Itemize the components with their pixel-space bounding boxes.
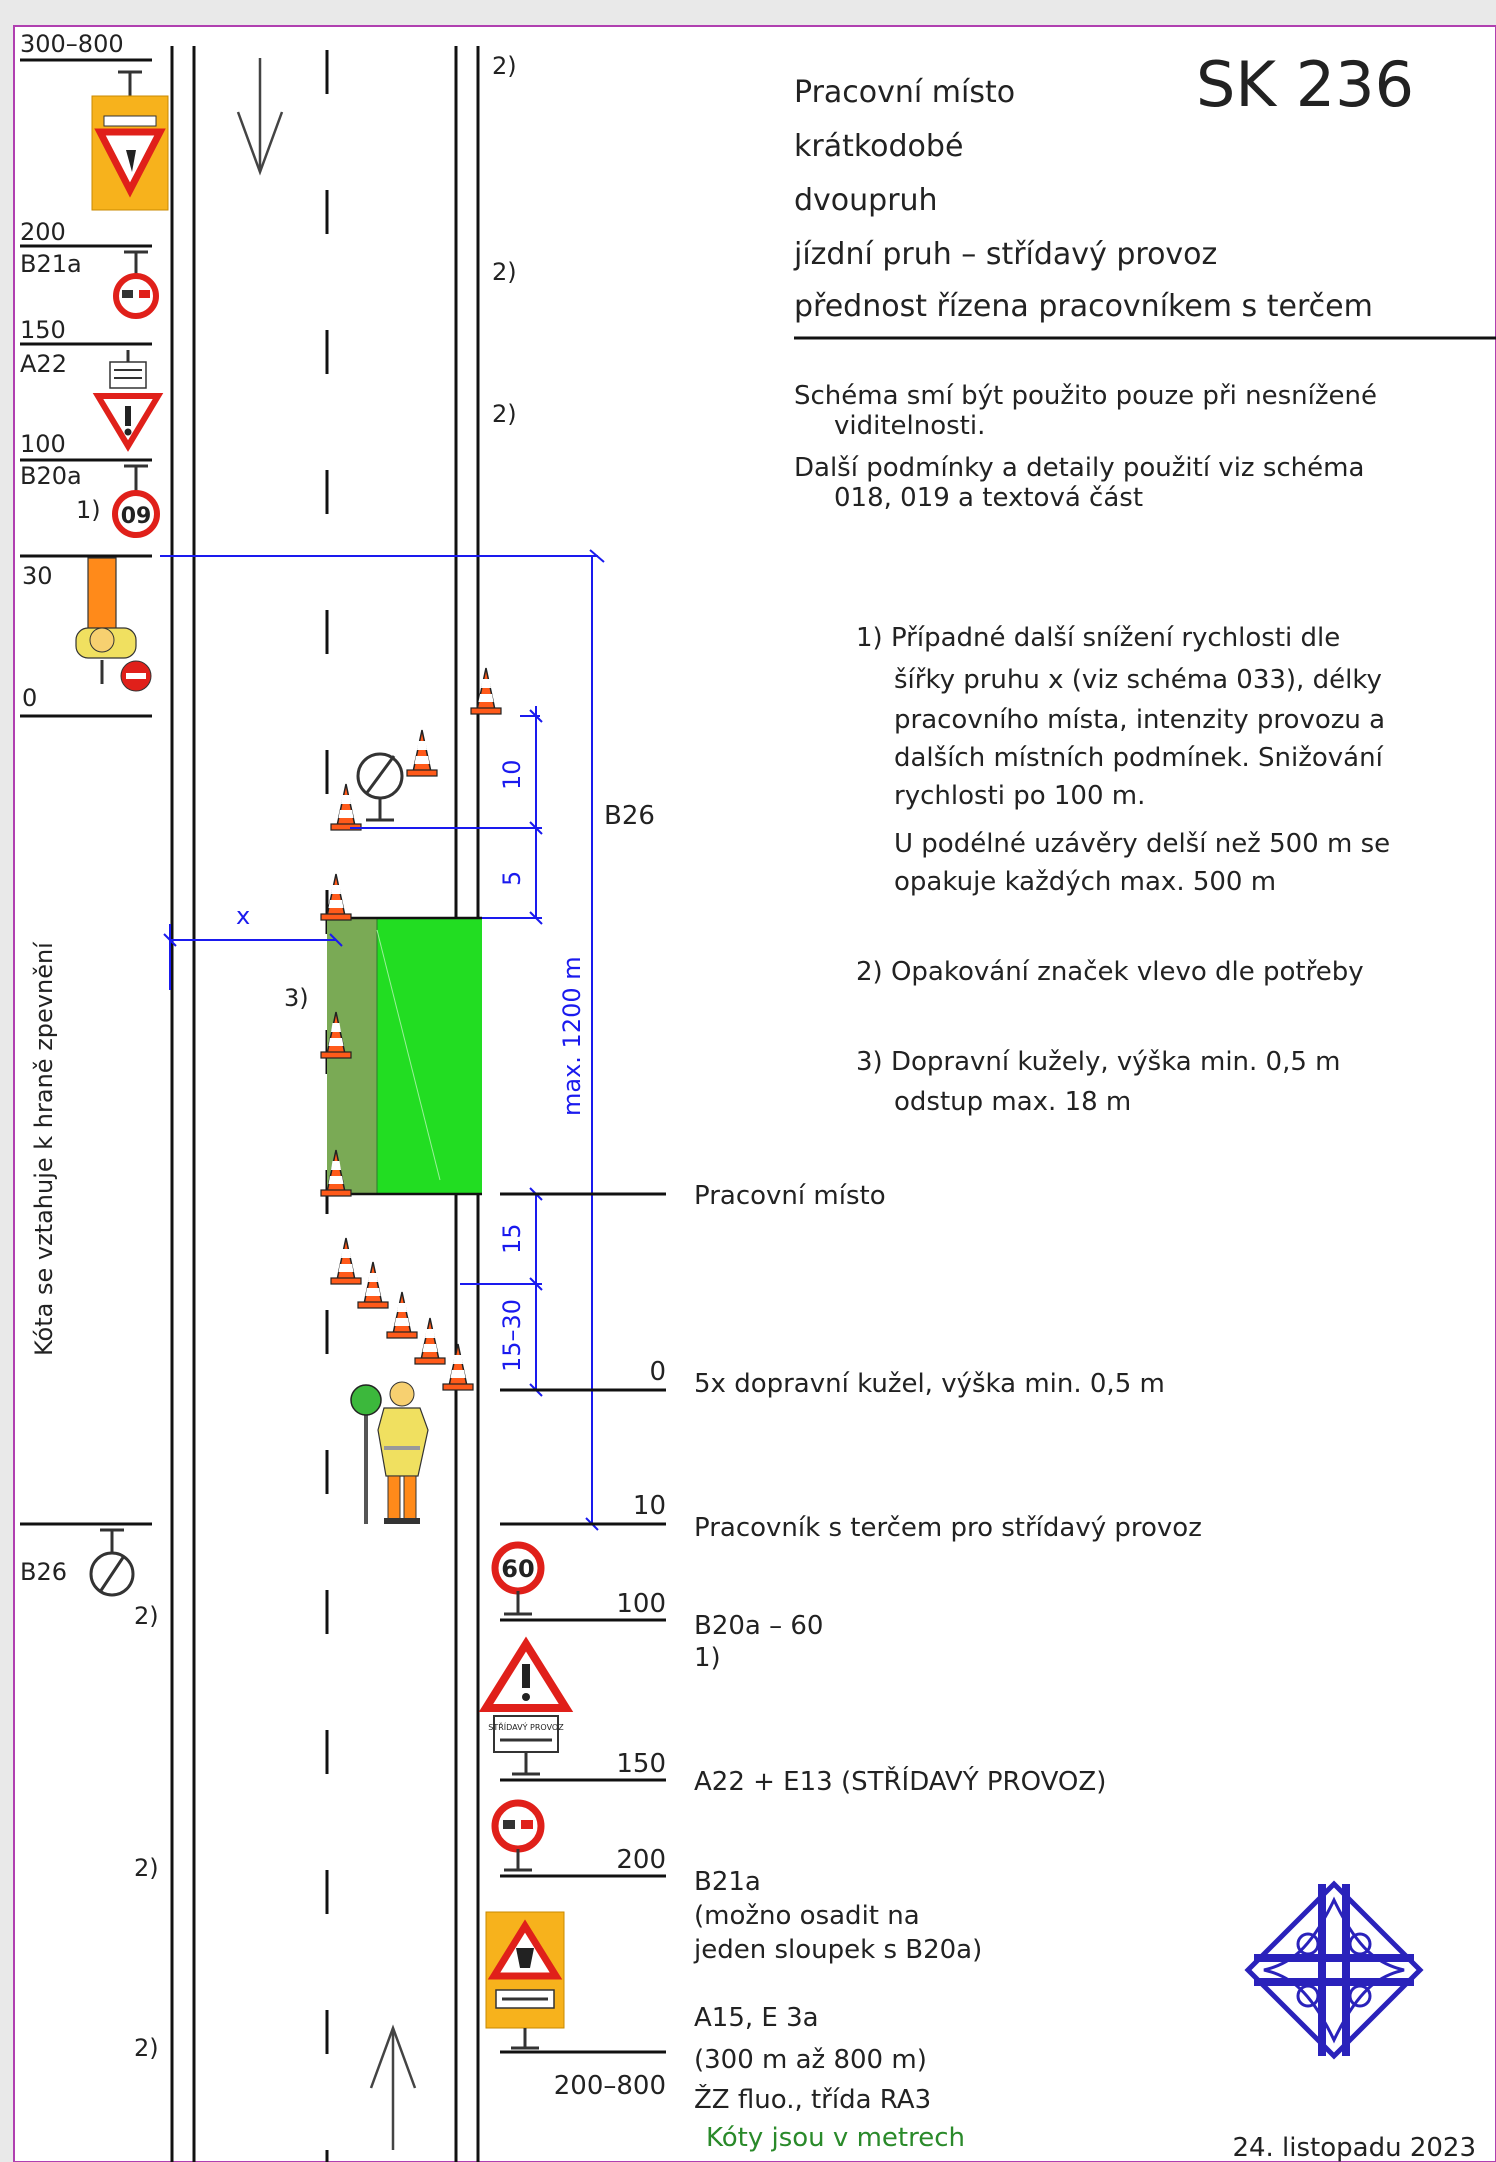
worker-icon (75, 557, 152, 692)
note-ref-2: 2) (492, 400, 517, 428)
label-b20a: B20a (20, 462, 82, 490)
note-1-line: šířky pruhu x (viz schéma 033), délky (894, 665, 1382, 695)
note-3-line: odstup max. 18 m (894, 1087, 1131, 1117)
dist-150-right: 150 (616, 1749, 666, 1779)
roadworks-sign-icon (91, 70, 169, 211)
title-line: Pracovní místo (794, 75, 1015, 110)
right-labels: Pracovní místo 5x dopravní kužel, výška … (693, 1181, 1476, 2162)
arrow-down-icon (236, 58, 284, 176)
note-ref-3: 3) (284, 984, 309, 1012)
label-b20a-right: B20a – 60 (694, 1611, 823, 1641)
date: 24. listopadu 2023 (1232, 2133, 1476, 2162)
no-overtaking-sign-icon (113, 250, 159, 319)
note-ref-2: 2) (134, 1854, 159, 1882)
dist-100: 100 (20, 430, 66, 458)
note-ref-2: 2) (492, 258, 517, 286)
note-ref-2: 2) (134, 2034, 159, 2062)
note-1-line: dalších místních podmínek. Snižování (894, 743, 1384, 773)
label-worker: Pracovník s terčem pro střídavý provoz (694, 1513, 1202, 1543)
sheet-frame (13, 25, 1496, 2162)
dist-200: 200 (20, 218, 66, 246)
dist-200-right: 200 (616, 1845, 666, 1875)
left-signs: 300–800 200 B21a 150 A22 (20, 30, 169, 2062)
dim-5: 5 (498, 871, 526, 886)
no-overtaking-sign-icon (491, 1799, 545, 1872)
danger-sign-icon (92, 350, 164, 452)
dim-x: x (236, 902, 250, 930)
dist-10-right: 10 (633, 1491, 666, 1521)
dist-200-800-right: 200–800 (554, 2071, 666, 2101)
dist-150: 150 (20, 316, 66, 344)
note-ref-1: 1) (76, 496, 101, 524)
label-b21a-right: jeden sloupek s B20a) (693, 1935, 982, 1965)
label-a22-right: A22 + E13 (STŘÍDAVÝ PROVOZ) (694, 1765, 1106, 1797)
roadworks-sign-icon (485, 1911, 565, 2050)
end-restriction-sign-icon (89, 1528, 135, 1597)
note-1-line: pracovního místa, intenzity provozu a (894, 705, 1385, 735)
label-a15-right: ŽZ fluo., třída RA3 (694, 2083, 931, 2115)
speed-limit-sign-icon: 60 (491, 1541, 545, 1616)
note-1-line: opakuje každých max. 500 m (894, 867, 1276, 897)
title-line: přednost řízena pracovníkem s terčem (794, 289, 1373, 324)
notes: 1) Případné další snížení rychlosti dle … (856, 623, 1390, 1117)
note-3-line: 3) Dopravní kužely, výška min. 0,5 m (856, 1047, 1341, 1077)
label-b26-dim: B26 (604, 801, 655, 831)
flagman-icon (350, 1381, 429, 1524)
dist-0-right: 0 (649, 1357, 666, 1387)
end-restriction-sign-icon (356, 752, 404, 822)
label-cones: 5x dopravní kužel, výška min. 0,5 m (694, 1369, 1165, 1399)
label-a22: A22 (20, 350, 67, 378)
plate-text: STŘÍDAVÝ PROVOZ (488, 1721, 564, 1732)
note-ref-2: 2) (134, 1602, 159, 1630)
interchange-logo-icon (1244, 1880, 1424, 2060)
side-note: Kóta se vztahuje k hraně zpevnění (30, 941, 58, 1356)
dim-10: 10 (498, 759, 526, 790)
work-zone (327, 916, 482, 1196)
speed-value: 60 (501, 1555, 534, 1583)
danger-sign-icon: STŘÍDAVÝ PROVOZ (478, 1636, 574, 1776)
label-b21a-right: (možno osadit na (694, 1901, 920, 1931)
label-b21a-right: B21a (694, 1867, 761, 1897)
dim-max-1200: max. 1200 m (558, 956, 586, 1116)
units-note: Kóty jsou v metrech (706, 2123, 965, 2153)
speed-limit-sign-icon: 09 (112, 464, 160, 538)
arrow-up-icon (369, 2024, 417, 2150)
label-b20a-note: 1) (694, 1643, 721, 1673)
note-1-line: 1) Případné další snížení rychlosti dle (856, 623, 1340, 653)
label-b26-left: B26 (20, 1558, 67, 1586)
condition-line: viditelnosti. (834, 411, 985, 441)
dist-100-right: 100 (616, 1589, 666, 1619)
condition-line: Další podmínky a detaily použití viz sch… (794, 453, 1364, 483)
title-line: krátkodobé (794, 129, 963, 164)
note-ref-2: 2) (492, 52, 517, 80)
scheme-code: SK 236 (1196, 48, 1414, 121)
header: SK 236 Pracovní místo krátkodobé dvoupru… (793, 48, 1496, 513)
note-2: 2) Opakování značek vlevo dle potřeby (856, 957, 1364, 987)
condition-line: 018, 019 a textová část (834, 483, 1143, 513)
dim-15-30: 15–30 (498, 1299, 526, 1372)
dist-0: 0 (22, 684, 37, 712)
speed-value: 09 (121, 504, 152, 529)
label-b21a: B21a (20, 250, 82, 278)
title-line: jízdní pruh – střídavý provoz (793, 237, 1217, 272)
condition-line: Schéma smí být použito pouze při nesníže… (794, 381, 1377, 411)
dim-15: 15 (498, 1223, 526, 1254)
note-1-line: U podélné uzávěry delší než 500 m se (894, 829, 1390, 859)
title-line: dvoupruh (794, 183, 938, 218)
dist-30: 30 (22, 562, 53, 590)
note-1-line: rychlosti po 100 m. (894, 781, 1145, 811)
label-a15-right: (300 m až 800 m) (694, 2045, 927, 2075)
label-work-zone: Pracovní místo (694, 1181, 886, 1211)
dist-300-800: 300–800 (20, 30, 124, 58)
dimensions (160, 549, 605, 1531)
label-a15-right: A15, E 3a (694, 2003, 819, 2033)
